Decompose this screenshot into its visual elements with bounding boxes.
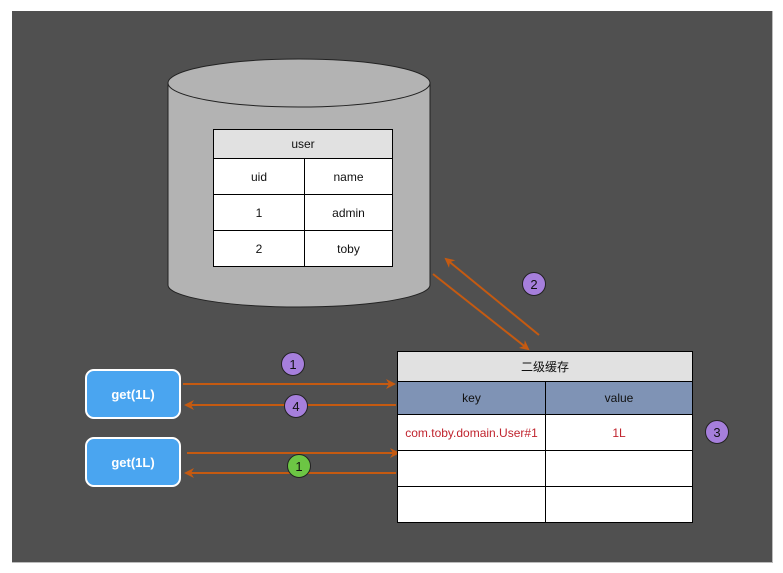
cache-cell xyxy=(545,486,693,523)
user-cell: 2 xyxy=(213,230,305,267)
cache-cell: 1L xyxy=(545,414,693,451)
cache-column-header: value xyxy=(545,381,693,415)
arrow-db-to-cache xyxy=(432,273,530,351)
user-table: user uid name 1 admin 2 toby xyxy=(213,129,393,267)
step-badge: 2 xyxy=(522,272,546,296)
cache-cell: com.toby.domain.User#1 xyxy=(397,414,546,451)
table-row: 2 toby xyxy=(213,230,393,267)
step-badge: 1 xyxy=(281,352,305,376)
cache-table-title: 二级缓存 xyxy=(397,351,693,382)
user-column-header: uid xyxy=(213,158,305,195)
step-badge: 1 xyxy=(287,454,311,478)
user-cell: admin xyxy=(304,194,393,231)
cache-cell xyxy=(545,450,693,487)
table-row: com.toby.domain.User#1 1L xyxy=(397,414,693,451)
cache-cell xyxy=(397,450,546,487)
user-cell: toby xyxy=(304,230,393,267)
step-badge: 4 xyxy=(284,394,308,418)
table-row xyxy=(397,450,693,487)
table-row xyxy=(397,486,693,523)
step-badge: 3 xyxy=(705,420,729,444)
request-box-get: get(1L) xyxy=(85,369,181,419)
user-table-title: user xyxy=(213,129,393,159)
cache-cell xyxy=(397,486,546,523)
user-cell: 1 xyxy=(213,194,305,231)
table-row: 1 admin xyxy=(213,194,393,231)
cache-table: 二级缓存 key value com.toby.domain.User#1 1L xyxy=(397,351,693,523)
arrow-cache-to-db xyxy=(444,257,540,336)
user-column-header: name xyxy=(304,158,393,195)
request-box-get: get(1L) xyxy=(85,437,181,487)
cache-column-header: key xyxy=(397,381,546,415)
